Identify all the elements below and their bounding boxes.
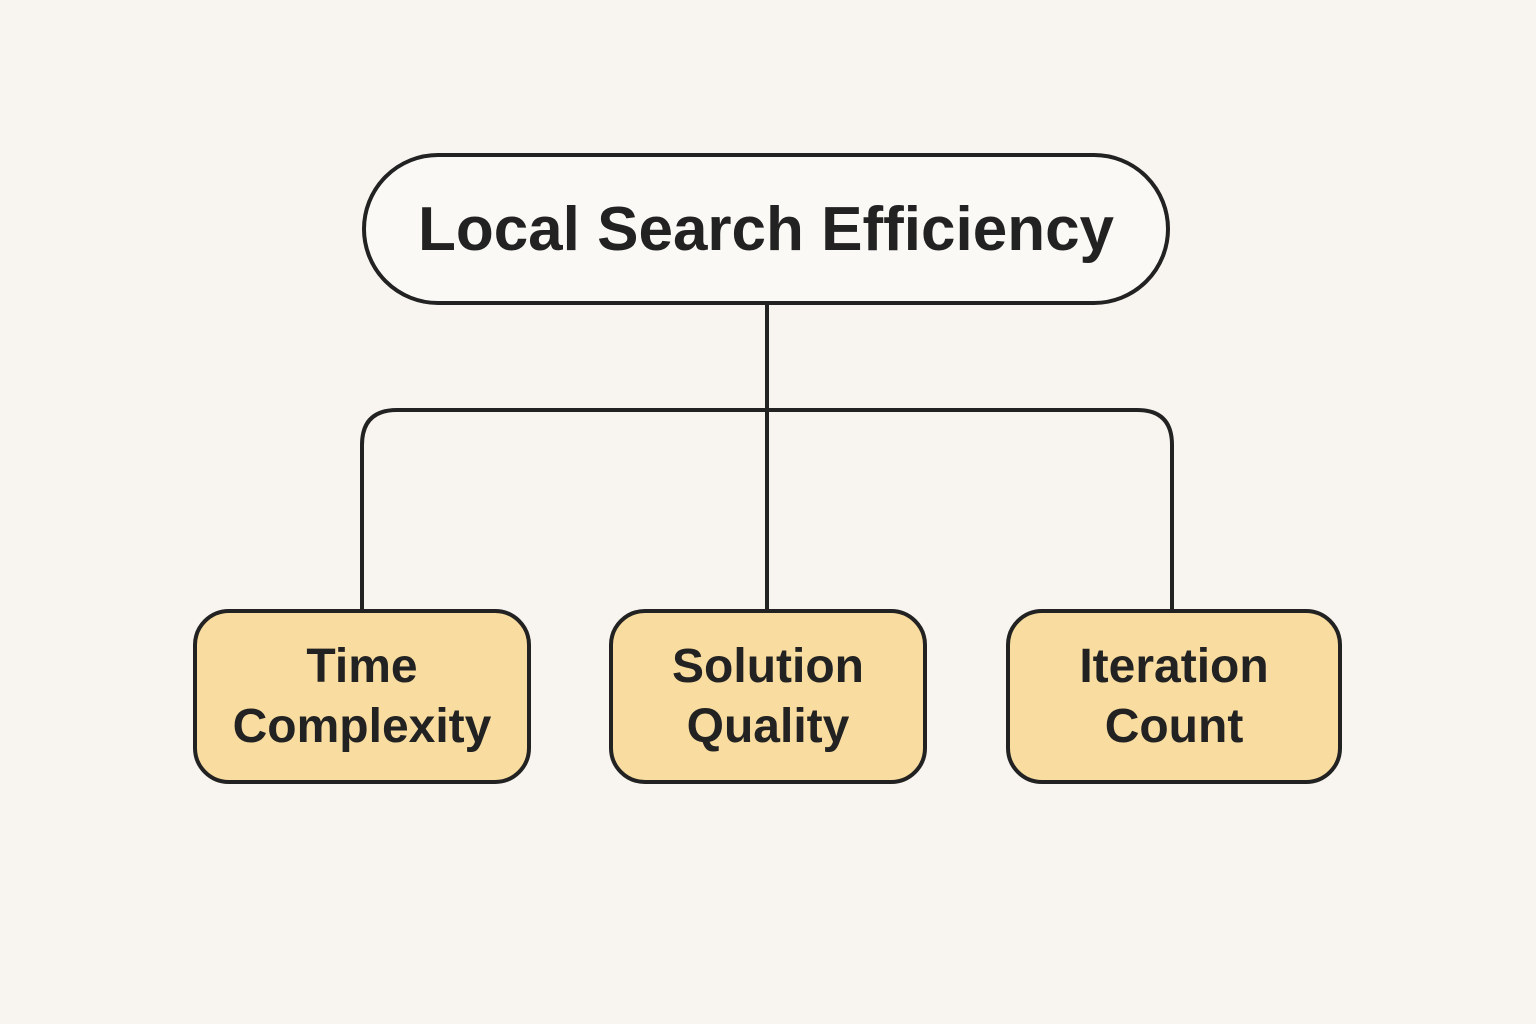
node-iteration-count: Iteration Count [1006, 609, 1342, 784]
node-label-line2: Quality [686, 699, 850, 753]
node-label-line1: Iteration [1079, 639, 1269, 693]
node-label-line1: Solution [672, 639, 864, 693]
root-node: Local Search Efficiency [362, 153, 1170, 305]
root-label: Local Search Efficiency [417, 194, 1115, 264]
node-label-line1: Time [306, 639, 418, 693]
node-time-complexity: Time Complexity [193, 609, 531, 784]
node-solution-quality: Solution Quality [609, 609, 927, 784]
node-label-line2: Complexity [232, 699, 492, 753]
connector-branch [360, 408, 1174, 609]
node-label-line2: Count [1104, 699, 1244, 753]
